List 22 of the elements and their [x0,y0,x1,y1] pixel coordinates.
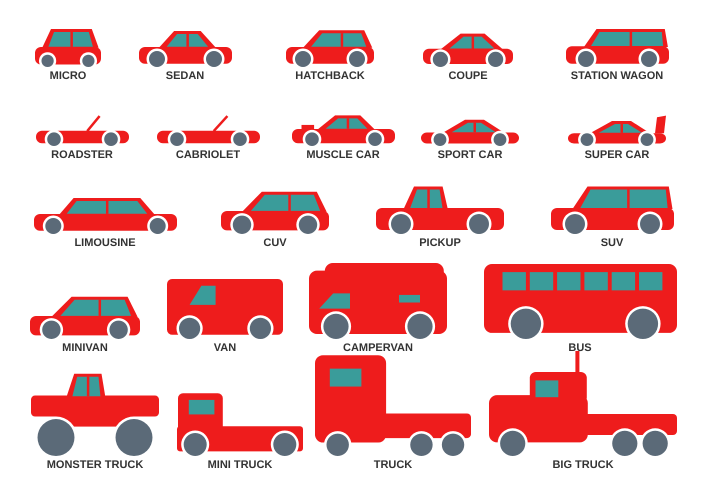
vehicle-label: SPORT CAR [438,149,502,162]
vehicle-label: COUPE [448,70,488,83]
vehicle-label: STATION WAGON [570,70,664,83]
vehicle-label: VAN [214,342,236,355]
vehicle-label: PICKUP [419,237,461,250]
vehicle-label: MICRO [50,70,86,83]
vehicle-label: BIG TRUCK [552,459,614,472]
vehicle-label: MINIVAN [62,342,108,355]
vehicle-label: HATCHBACK [295,70,365,83]
vehicle-label: CAMPERVAN [343,342,413,355]
vehicle-label: ROADSTER [51,149,113,162]
vehicle-label: TRUCK [374,459,412,472]
vehicle-label: SUPER CAR [584,149,650,162]
vehicle-label: CUV [263,237,287,250]
vehicle-label: CABRIOLET [176,149,240,162]
vehicle-label: BUS [568,342,592,355]
vehicle-label: MONSTER TRUCK [46,459,144,472]
vehicle-label: LIMOUSINE [74,237,136,250]
vehicle-label: SUV [600,237,624,250]
vehicle-label: SEDAN [166,70,204,83]
vehicle-label: MINI TRUCK [208,459,272,472]
vehicle-label: MUSCLE CAR [306,149,380,162]
